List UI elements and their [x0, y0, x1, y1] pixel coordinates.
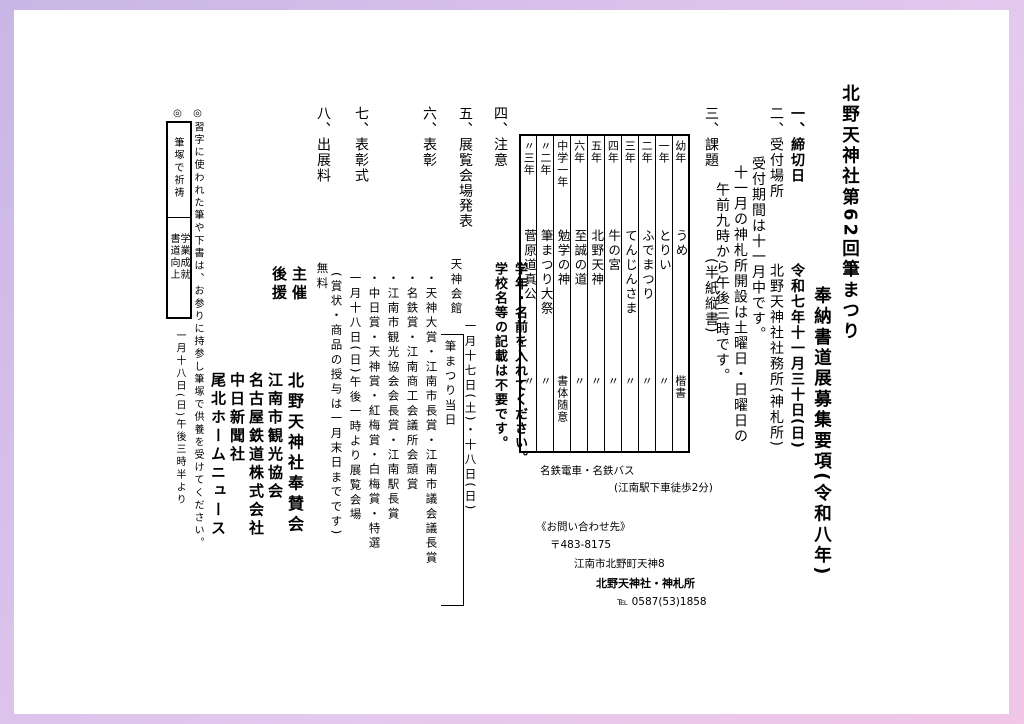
item2-days: 十一月の神札所開設は土曜日・日曜日の	[732, 165, 748, 444]
table-column: 四年牛の宮〃	[603, 134, 622, 453]
title-line1: 北野天神社第62回筆まつり	[839, 84, 860, 343]
title-line2: 奉納書道展募集要項(令和八年)	[811, 286, 832, 578]
item6-line3: ・江南市観光協会会長賞・江南駅長賞	[386, 272, 401, 522]
table-column: 三年てんじんさま〃	[620, 134, 639, 453]
item2-heading: 二、受付場所	[768, 106, 784, 199]
table-grade: 〃三年	[522, 140, 536, 176]
table-column: 〃二年筆まつり大祭〃	[536, 134, 555, 453]
contact-tel: ℡ 0587(53)1858	[617, 596, 707, 608]
item6-heading: 六、表彰	[421, 106, 437, 168]
table-theme: とりい	[656, 229, 672, 273]
table-column: 五年北野天神〃	[587, 134, 605, 453]
prayer-box-top: 筆塚で祈祷	[172, 137, 183, 200]
item1-heading: 一、締切日	[789, 106, 805, 184]
item3-paper: (半紙縦書)	[703, 258, 719, 334]
table-theme: 北野天神	[589, 229, 605, 287]
host-name: 北野天神社奉賛会	[285, 372, 304, 536]
table-grade: 四年	[606, 140, 620, 164]
item6-line1: ・天神大賞・江南市長賞・江南市議会議長賞	[424, 272, 439, 566]
table-theme: 勉学の神	[555, 229, 571, 287]
host-label: 主催	[290, 266, 308, 303]
document-sheet: 北野天神社第62回筆まつり 奉納書道展募集要項(令和八年) 一、締切日 令和七年…	[14, 10, 1009, 714]
table-method: 書体随意	[555, 375, 569, 423]
prayer-box-left: 書道向上	[168, 233, 179, 281]
table-method: 〃	[640, 375, 654, 387]
contact-label: 《お問い合わせ先》	[536, 521, 631, 533]
table-method: 〃	[538, 375, 552, 387]
access-line1: 名鉄電車・名鉄バス	[540, 465, 635, 477]
item8-value: 無料	[315, 262, 330, 292]
table-theme: 至誠の道	[572, 229, 588, 287]
support-label: 後援	[270, 266, 288, 303]
table-theme: 菅原道真公	[521, 229, 537, 302]
table-row: 〃三年菅原道真公〃〃二年筆まつり大祭〃中学一年勉学の神書体随意六年至誠の道〃五年…	[519, 134, 690, 453]
table-method: 〃	[522, 375, 536, 387]
table-theme: てんじんさま	[623, 229, 639, 316]
item4-heading: 四、注意	[492, 106, 508, 168]
item6-label2: 発表	[457, 198, 473, 229]
item6-line2: ・名鉄賞・江南商工会議所会頭賞	[405, 272, 420, 493]
note-offering: ◎習字に使われた筆や下書は、お参りに持参し筆塚で供養を受けてください。	[192, 108, 203, 550]
table-grade: 一年	[657, 140, 671, 164]
table-column: 一年とりい〃	[654, 134, 673, 453]
table-method: 〃	[606, 375, 620, 387]
prayer-box-right: 学業成就	[178, 233, 189, 281]
table-column: 〃三年菅原道真公〃	[519, 134, 538, 453]
support-3: 中日新聞社	[228, 372, 246, 465]
table-theme: 牛の宮	[606, 229, 622, 273]
item3-heading: 三、課題	[703, 106, 719, 168]
item5-heading: 五、展覧会場	[457, 106, 473, 199]
item5-bracket	[441, 334, 464, 606]
support-1: 江南市観光協会	[266, 372, 284, 502]
table-grade: 二年	[640, 140, 654, 164]
contact-postal: 〒483-8175	[550, 539, 612, 551]
prayer-date: 一月十八日(日)午後三時半より	[174, 330, 185, 507]
item7-line2: (賞状・商品の授与は一月末日までです)	[329, 272, 344, 538]
table-grade: 〃二年	[538, 140, 552, 176]
table-grade: 幼年	[673, 140, 687, 164]
item7-line1: 一月十八日(日)午後一時より展覧会場	[348, 272, 363, 523]
table-grade: 中学一年	[555, 140, 569, 188]
item2-period: 受付期間は十一月中です。	[750, 156, 766, 342]
support-4: 尾北ホームニュース	[209, 372, 227, 539]
item5-note: 筆まつり当日	[443, 340, 458, 429]
table-theme: 筆まつり大祭	[538, 229, 554, 316]
access-line2: (江南駅下車徒歩2分)	[614, 482, 713, 494]
table-grade: 五年	[589, 140, 603, 164]
contact-address: 江南市北野町天神8	[574, 558, 665, 570]
table-column: 六年至誠の道〃	[570, 134, 589, 453]
table-grade: 六年	[572, 140, 586, 164]
table-method: 〃	[572, 375, 586, 387]
item4-line2: 学校名等の記載は不要です。	[492, 262, 507, 451]
item2-hours: 午前九時から午後三時です。	[714, 182, 730, 384]
note-mark: ◎	[172, 108, 183, 122]
contact-org: 北野天神社・神札所	[596, 577, 695, 590]
table-column: 二年ふでまつり〃	[637, 134, 656, 453]
table-method: 〃	[589, 375, 603, 387]
table-column: 中学一年勉学の神書体随意	[553, 134, 572, 453]
table-column: 幼年うめ楷書	[671, 134, 690, 453]
support-2: 名古屋鉄道株式会社	[247, 372, 265, 539]
item1-value: 令和七年十一月三十日(日)	[789, 263, 805, 450]
table-method: 〃	[623, 375, 637, 387]
item2-place: 北野天神社社務所(神札所)	[768, 263, 784, 448]
item5-dates: 一月十七日(土)・十八日(日)	[463, 320, 478, 513]
table-method: 〃	[657, 375, 671, 387]
item4-line1: 学年・名前を入れてください。	[512, 262, 527, 465]
item6-line4: ・中日賞・天神賞・紅梅賞・白梅賞・特選	[367, 272, 382, 552]
table-theme: ふでまつり	[639, 229, 655, 302]
theme-table: 〃三年菅原道真公〃〃二年筆まつり大祭〃中学一年勉学の神書体随意六年至誠の道〃五年…	[519, 134, 690, 453]
table-grade: 三年	[623, 140, 637, 164]
item5-venue: 天神会館	[449, 258, 464, 317]
item8-heading: 八、出展料	[315, 106, 331, 184]
prayer-box: 筆塚で祈祷 書道向上 学業成就	[166, 121, 192, 319]
table-theme: うめ	[673, 229, 689, 258]
table-method: 楷書	[673, 375, 687, 399]
item7-heading: 七、表彰式	[353, 106, 369, 184]
